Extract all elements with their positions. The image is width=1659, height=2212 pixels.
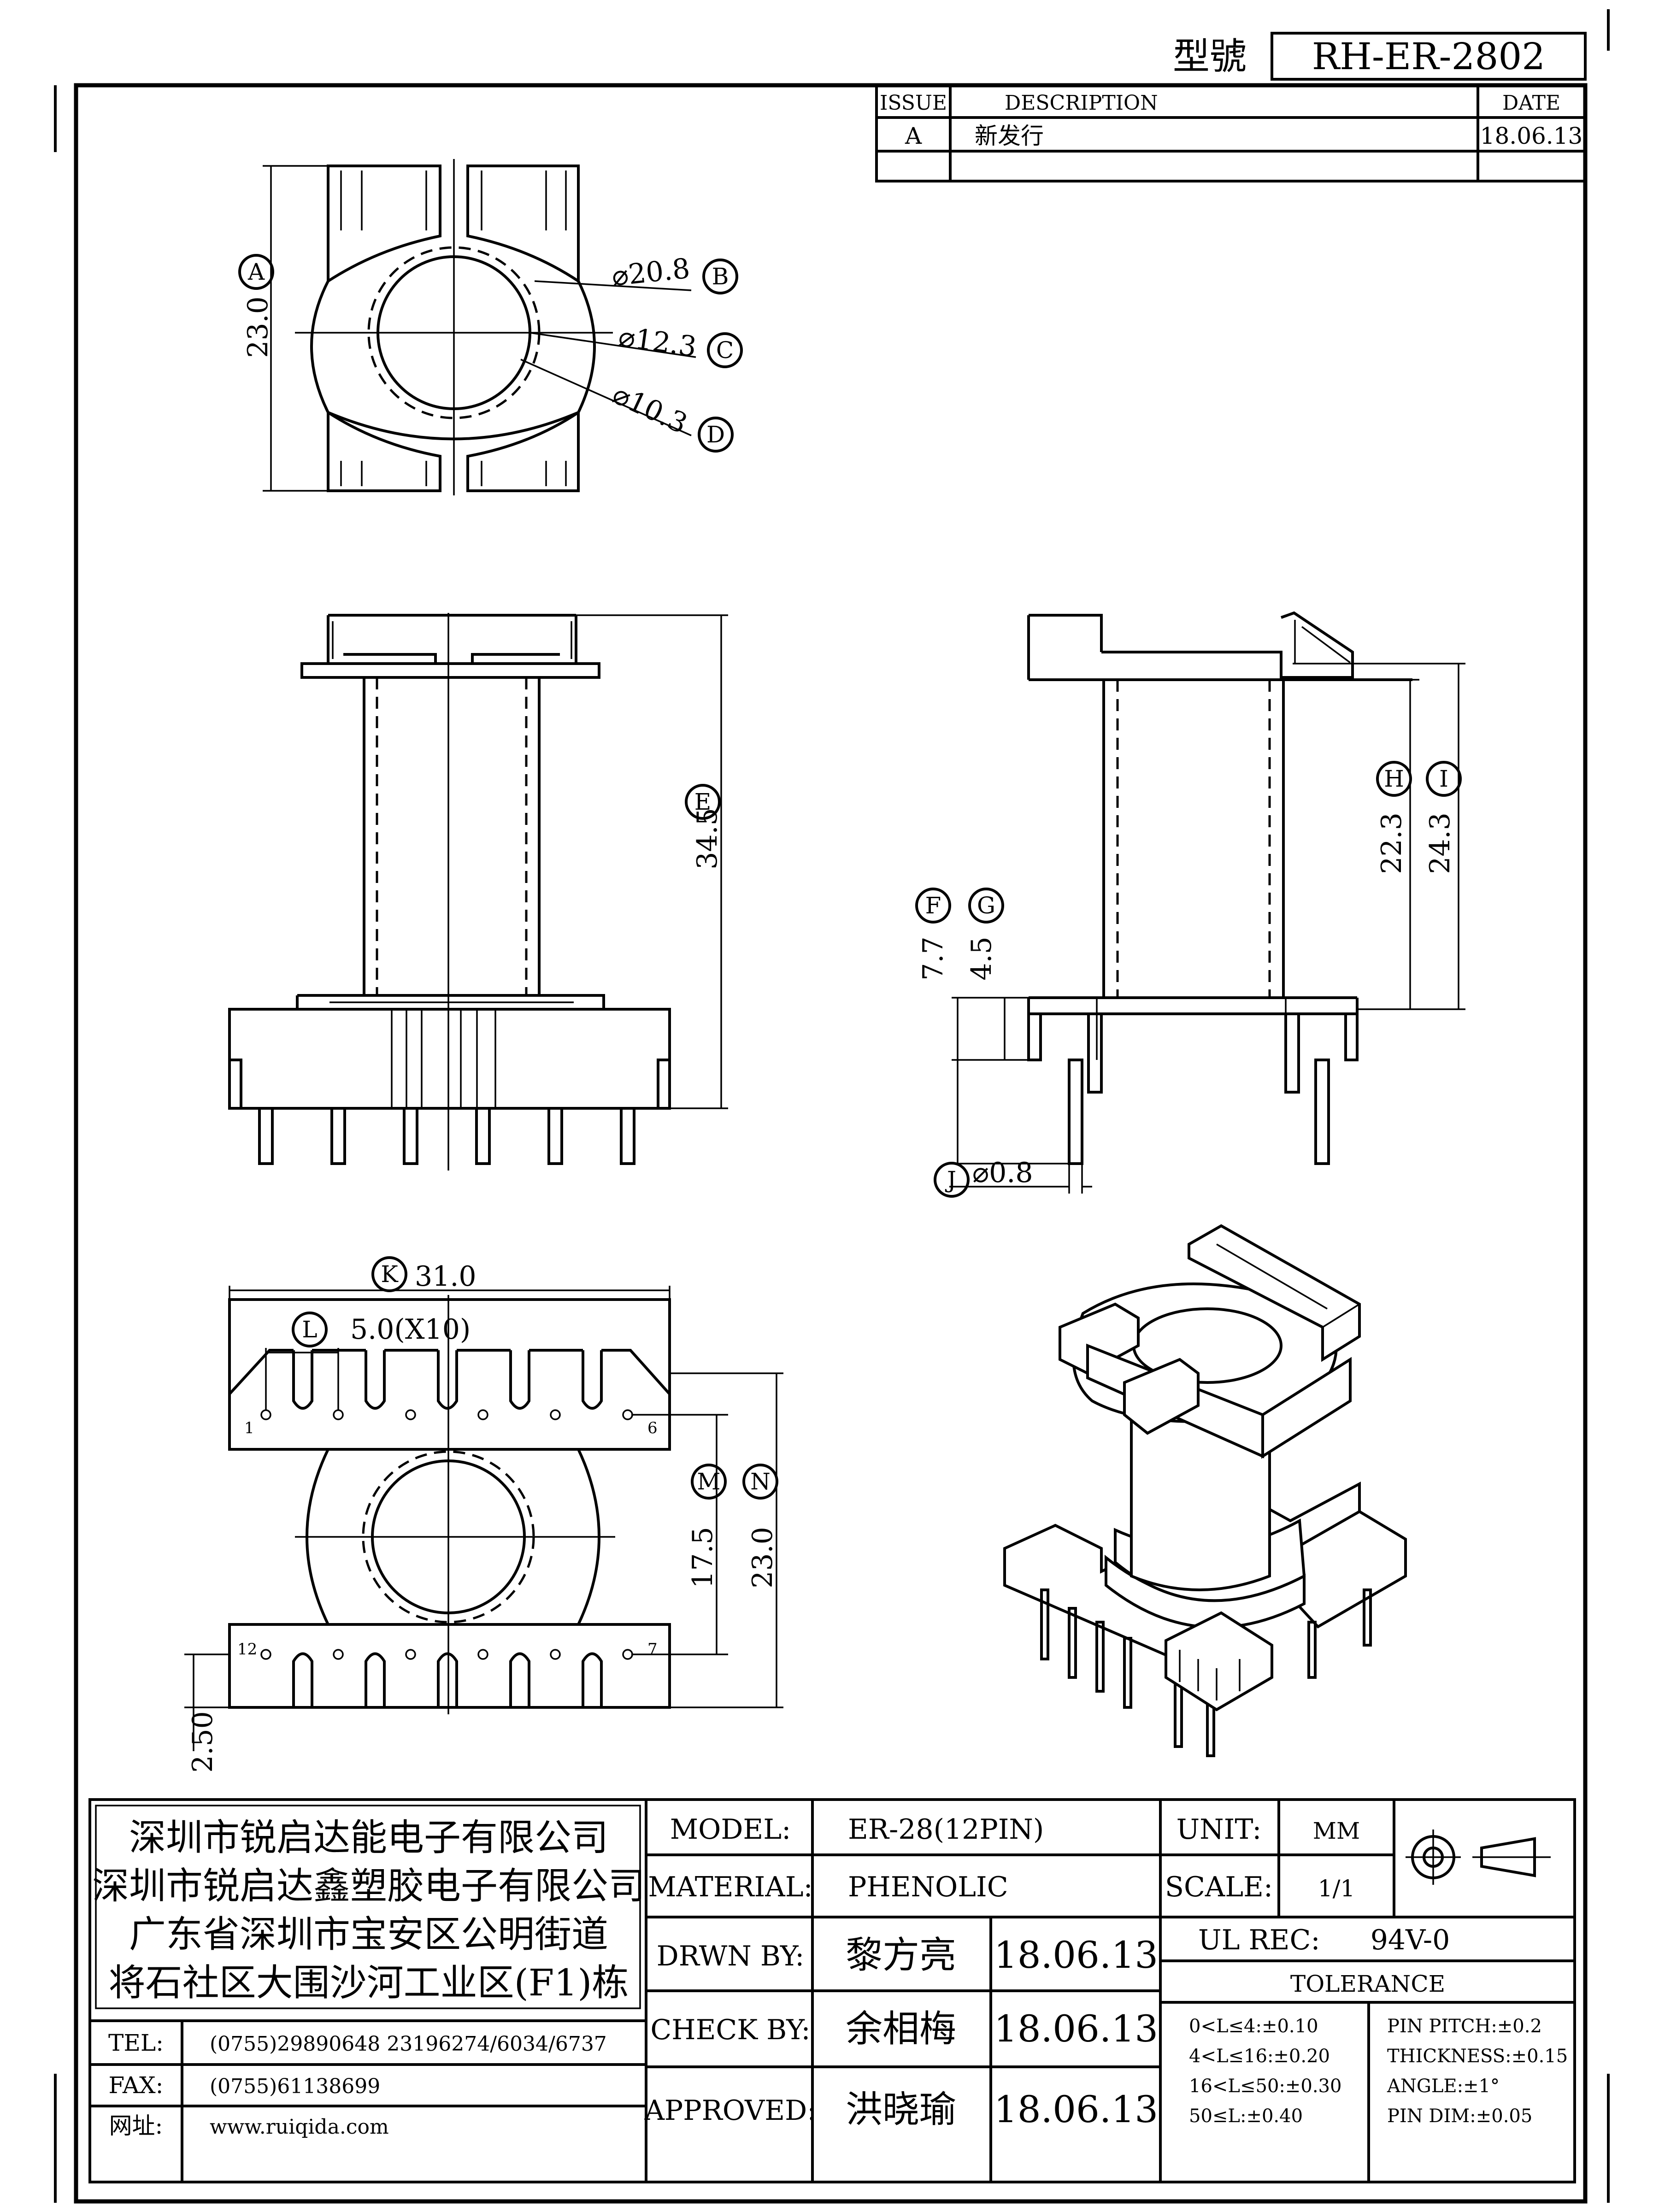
projection-symbol-icon	[1406, 1830, 1551, 1885]
balloon-e: E	[694, 788, 712, 815]
dim-h: 22.3	[1376, 812, 1408, 874]
approved-by-name: 洪晓瑜	[846, 2088, 956, 2131]
dimension-balloons: A B C D E F G H I J K L M N	[238, 254, 1462, 1500]
web-label: 网址:	[109, 2112, 163, 2139]
tel-label: TEL:	[108, 2030, 164, 2056]
balloon-n: N	[750, 1468, 771, 1495]
dim-b: ⌀20.8	[610, 253, 691, 293]
tolerance-pin-dim: PIN DIM:±0.05	[1387, 2106, 1532, 2127]
isometric-view	[1003, 1224, 1407, 1757]
model-number: RH-ER-2802	[1312, 35, 1545, 78]
dim-j: ⌀0.8	[972, 1157, 1033, 1189]
dim-g: 4.5	[965, 936, 998, 980]
tolerance-range-1: 0<L≤4:±0.10	[1189, 2016, 1318, 2037]
dim-pin-offset: 2.50	[187, 1711, 219, 1773]
rev-header-description: DESCRIPTION	[1005, 91, 1158, 115]
pin-label-1: 1	[244, 1419, 254, 1437]
dim-d: ⌀10.3	[608, 378, 692, 440]
revision-table: ISSUE DESCRIPTION DATE A 新发行 18.06.13	[875, 84, 1587, 182]
dim-k: 31.0	[415, 1260, 477, 1293]
fax-value: (0755)61138699	[210, 2075, 380, 2098]
scale-label: SCALE:	[1165, 1871, 1273, 1903]
tolerance-thickness: THICKNESS:±0.15	[1387, 2046, 1568, 2067]
balloon-b: B	[712, 263, 729, 290]
model-number-label: 型號	[1173, 35, 1247, 78]
drawn-by-name: 黎方亮	[846, 1934, 956, 1977]
front-view-pins	[258, 1107, 635, 1165]
rev-description: 新发行	[975, 123, 1044, 149]
balloon-f: F	[925, 892, 941, 919]
dim-l: 5.0(X10)	[350, 1313, 471, 1346]
dim-c: ⌀12.3	[617, 321, 699, 364]
material-value: PHENOLIC	[848, 1871, 1008, 1903]
model-label: MODEL:	[670, 1813, 791, 1846]
balloon-k: K	[381, 1261, 399, 1288]
balloon-m: M	[697, 1468, 720, 1495]
check-by-name: 余相梅	[846, 2007, 956, 2050]
front-view: 34.5	[228, 613, 728, 1171]
fax-label: FAX:	[109, 2072, 164, 2099]
company-line-1: 深圳市锐启达能电子有限公司	[129, 1816, 608, 1859]
balloon-g: G	[977, 892, 995, 919]
pin-label-6: 6	[647, 1419, 658, 1437]
balloon-j: J	[945, 1166, 956, 1193]
pin-label-12: 12	[237, 1640, 257, 1659]
tolerance-range-3: 16<L≤50:±0.30	[1189, 2076, 1341, 2097]
balloon-h: H	[1384, 765, 1404, 792]
balloon-c: C	[716, 337, 734, 364]
scale-value: 1/1	[1318, 1875, 1355, 1902]
tolerance-pin-pitch: PIN PITCH:±0.2	[1387, 2016, 1542, 2037]
spec-block: MODEL: ER-28(12PIN) MATERIAL: PHENOLIC D…	[644, 1798, 1576, 2183]
dim-a: 23.0	[242, 296, 274, 358]
web-value: www.ruiqida.com	[210, 2115, 389, 2139]
unit-label: UNIT:	[1177, 1813, 1262, 1846]
dim-f: 7.7	[917, 936, 949, 980]
top-view: 23.0 ⌀20.8 ⌀12.3 ⌀10.3	[242, 159, 699, 495]
ul-rec-value: 94V-0	[1371, 1924, 1450, 1956]
drawn-by-label: DRWN BY:	[657, 1940, 805, 1972]
company-line-2: 深圳市锐启达鑫塑胶电子有限公司	[92, 1865, 645, 1907]
drawn-by-date: 18.06.13	[994, 1934, 1158, 1977]
rev-issue: A	[905, 123, 922, 149]
balloon-d: D	[706, 421, 725, 448]
approved-by-date: 18.06.13	[994, 2088, 1158, 2131]
company-line-3: 广东省深圳市宝安区公明街道	[129, 1913, 608, 1956]
dim-m: 17.5	[687, 1527, 719, 1588]
approved-label: APPROVED:	[644, 2094, 817, 2127]
model-value: ER-28(12PIN)	[848, 1813, 1044, 1846]
bottom-view-lower-slots	[292, 1652, 603, 1707]
tolerance-range-4: 50≤L:±0.40	[1189, 2106, 1303, 2127]
bottom-view: 1 6 12 7 31.0 5.0(X10) 17.5 23.0 2.50	[184, 1260, 783, 1773]
balloon-l: L	[302, 1316, 317, 1343]
tolerance-range-2: 4<L≤16:±0.20	[1189, 2046, 1330, 2067]
company-block: 深圳市锐启达能电子有限公司 深圳市锐启达鑫塑胶电子有限公司 广东省深圳市宝安区公…	[88, 1798, 647, 2183]
bottom-view-upper-slots	[228, 1349, 671, 1410]
check-by-date: 18.06.13	[994, 2007, 1158, 2050]
balloon-a: A	[247, 259, 265, 285]
company-line-4: 将石社区大围沙河工业区(F1)栋	[109, 1961, 629, 2004]
tolerance-angle: ANGLE:±1°	[1387, 2076, 1500, 2097]
material-label: MATERIAL:	[648, 1871, 813, 1903]
tel-value: (0755)29890648 23196274/6034/6737	[210, 2032, 607, 2056]
side-view: 22.3 24.3 7.7 4.5 ⌀0.8	[917, 611, 1465, 1194]
model-number-block: 型號 RH-ER-2802	[1173, 32, 1587, 81]
ul-rec-label: UL REC:	[1198, 1924, 1320, 1956]
unit-value: MM	[1313, 1818, 1360, 1844]
rev-date: 18.06.13	[1480, 123, 1583, 149]
balloon-i: I	[1439, 765, 1448, 792]
sheet-frame	[54, 9, 1610, 2204]
pin-label-7: 7	[647, 1640, 658, 1659]
dim-i: 24.3	[1424, 812, 1456, 874]
rev-header-date: DATE	[1502, 91, 1560, 115]
dim-n: 23.0	[747, 1527, 779, 1588]
rev-header-issue: ISSUE	[880, 91, 947, 115]
tolerance-title: TOLERANCE	[1290, 1971, 1445, 1997]
check-by-label: CHECK BY:	[650, 2014, 810, 2046]
